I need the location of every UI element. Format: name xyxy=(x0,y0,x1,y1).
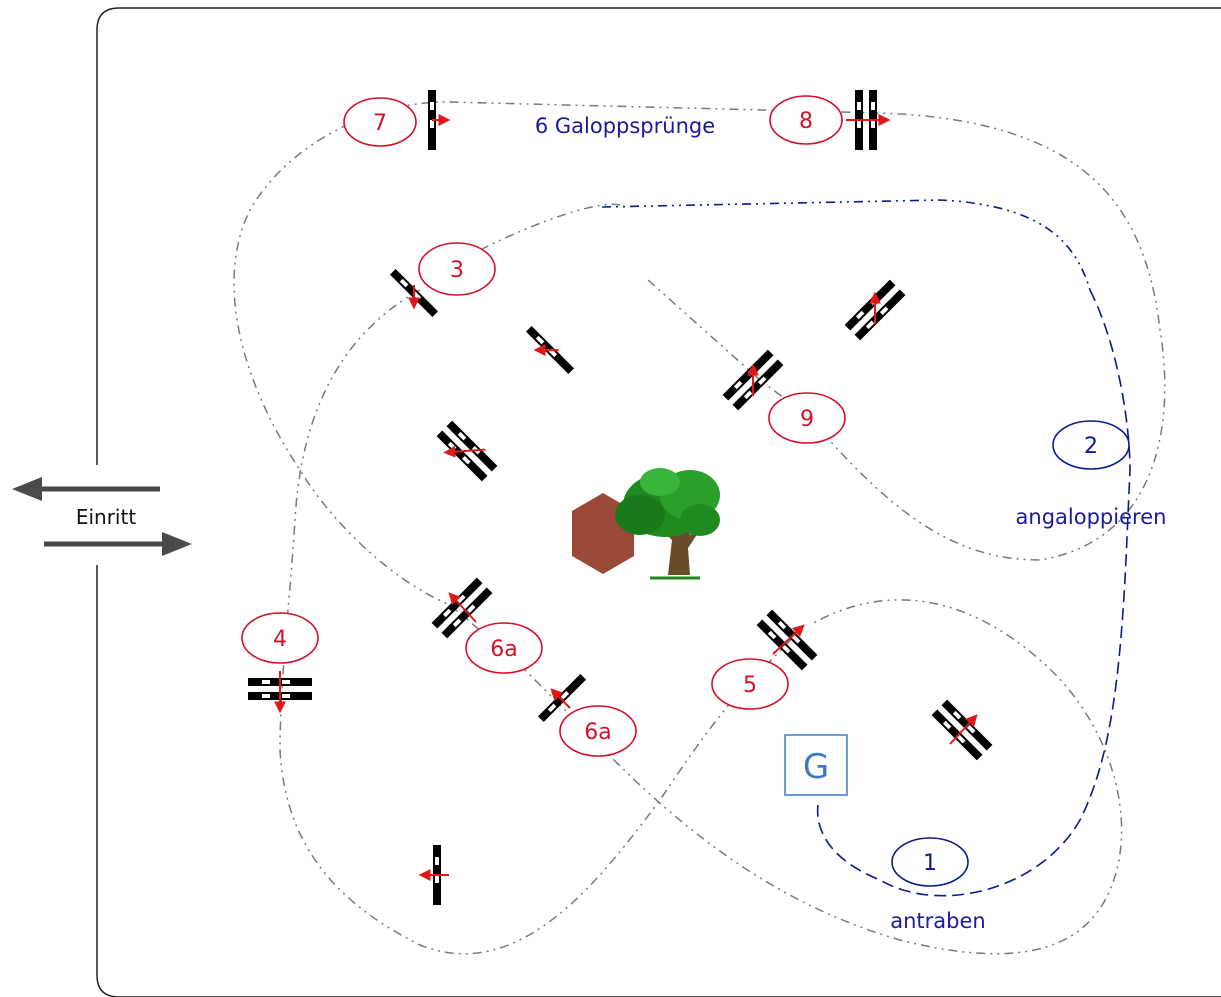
svg-text:7: 7 xyxy=(373,111,387,136)
svg-text:6a: 6a xyxy=(490,637,517,662)
jump-6a-first-label: 6a xyxy=(465,622,543,674)
jump-8-label: 8 xyxy=(769,95,843,145)
route-outer-loop xyxy=(233,101,1166,955)
jump-6a-first-obstacle xyxy=(431,577,493,639)
svg-text:2: 2 xyxy=(1084,434,1098,459)
center-decoration xyxy=(572,468,720,580)
arrow-left-icon xyxy=(12,477,160,501)
jump-9-obstacle xyxy=(722,349,784,411)
direction-arrow-icon xyxy=(533,344,559,356)
svg-text:4: 4 xyxy=(273,627,287,652)
trot-note: antraben xyxy=(890,909,985,933)
warmup-2-label: 2 xyxy=(1052,420,1130,470)
jump-5-label: 5 xyxy=(711,658,789,710)
warmup-trot-line xyxy=(816,289,1131,897)
start-marker-label: G xyxy=(803,747,829,787)
svg-text:6a: 6a xyxy=(584,720,611,745)
jump-bottom-left-obstacle xyxy=(418,845,449,905)
jump-3-label: 3 xyxy=(418,242,496,296)
jump-lower-right-obstacle xyxy=(931,699,993,761)
jump-9-label: 9 xyxy=(768,392,846,444)
direction-arrow-icon xyxy=(448,592,477,623)
jump-top-right-obstacle xyxy=(844,279,906,341)
canter-note: angaloppieren xyxy=(1016,505,1167,529)
tree-icon xyxy=(615,468,720,580)
warmup-labels: 2 1 xyxy=(891,420,1130,887)
svg-text:5: 5 xyxy=(743,673,757,698)
direction-arrow-icon xyxy=(949,714,978,745)
route-inner-loop xyxy=(279,203,801,955)
jump-8-obstacle xyxy=(846,90,891,150)
jump-3-obstacle xyxy=(389,268,439,318)
start-marker: G xyxy=(784,734,848,796)
jump-upper-mid-obstacle xyxy=(525,325,575,375)
direction-arrow-icon xyxy=(772,624,805,655)
jump-7-label: 7 xyxy=(343,97,417,147)
jump-left-mid-obstacle xyxy=(436,420,498,482)
svg-text:3: 3 xyxy=(450,258,464,283)
direction-arrow-icon xyxy=(550,688,571,709)
svg-text:1: 1 xyxy=(923,851,937,876)
svg-text:9: 9 xyxy=(800,407,814,432)
jump-5-obstacle xyxy=(756,609,818,671)
entrance-label: Einritt xyxy=(76,505,136,529)
jumps xyxy=(248,90,993,905)
jump-6a-second-label: 6a xyxy=(559,705,637,757)
jump-4-label: 4 xyxy=(241,612,319,664)
svg-text:8: 8 xyxy=(799,109,813,134)
stride-note: 6 Galoppsprünge xyxy=(535,114,715,138)
jump-4-obstacle xyxy=(248,671,312,714)
route-9-diagonal xyxy=(647,279,801,411)
entrance: Einritt xyxy=(12,477,192,556)
jump-7-obstacle xyxy=(428,90,451,150)
jump-6a-second-obstacle xyxy=(537,673,587,723)
warmup-route xyxy=(601,199,1131,897)
direction-arrow-icon xyxy=(443,445,486,458)
warmup-canter-line xyxy=(601,199,1091,291)
arrow-right-icon xyxy=(44,532,192,556)
jump-labels: 7 8 3 9 4 6a 5 6a xyxy=(241,95,846,757)
warmup-1-label: 1 xyxy=(891,837,969,887)
